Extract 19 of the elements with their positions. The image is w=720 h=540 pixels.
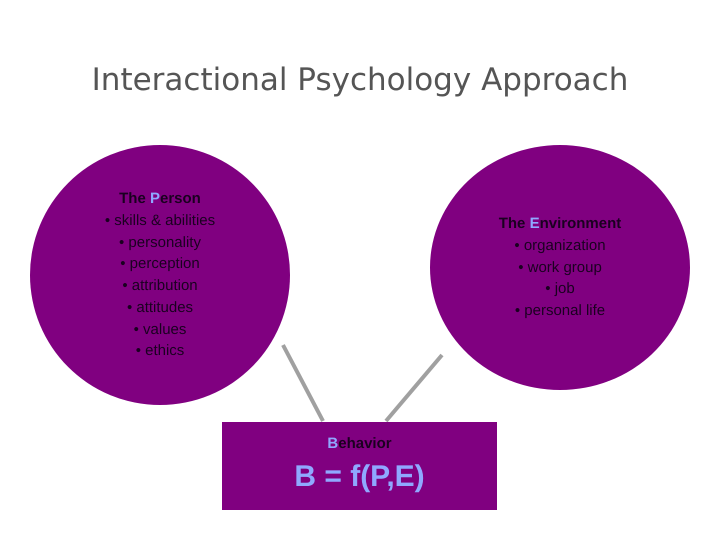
bullet-item: • job — [545, 279, 575, 300]
bullet-item: • organization — [514, 236, 606, 256]
heading-text: Behavior — [327, 434, 392, 454]
behavior-box — [222, 422, 497, 510]
bullet-item: • perception — [120, 254, 200, 274]
bullet-item: • personal life — [514, 301, 606, 322]
bullet-item: • skills & abilities — [104, 210, 216, 231]
formula-text: B = f(P,E) — [294, 459, 425, 496]
bullet-item: • attribution — [122, 276, 198, 296]
connector-line — [281, 344, 325, 422]
heading-text: The Environment — [498, 214, 622, 234]
connector-line — [384, 354, 444, 422]
bullet-item: • work group — [518, 258, 602, 278]
heading-text: The Person — [119, 189, 201, 209]
bullet-item: • personality — [119, 232, 201, 252]
bullet-item: • attitudes — [126, 298, 194, 318]
bullet-item: • ethics — [136, 341, 184, 362]
diagram-title: Interactional Psychology Approach — [90, 62, 630, 98]
bullet-item: • values — [134, 320, 186, 340]
